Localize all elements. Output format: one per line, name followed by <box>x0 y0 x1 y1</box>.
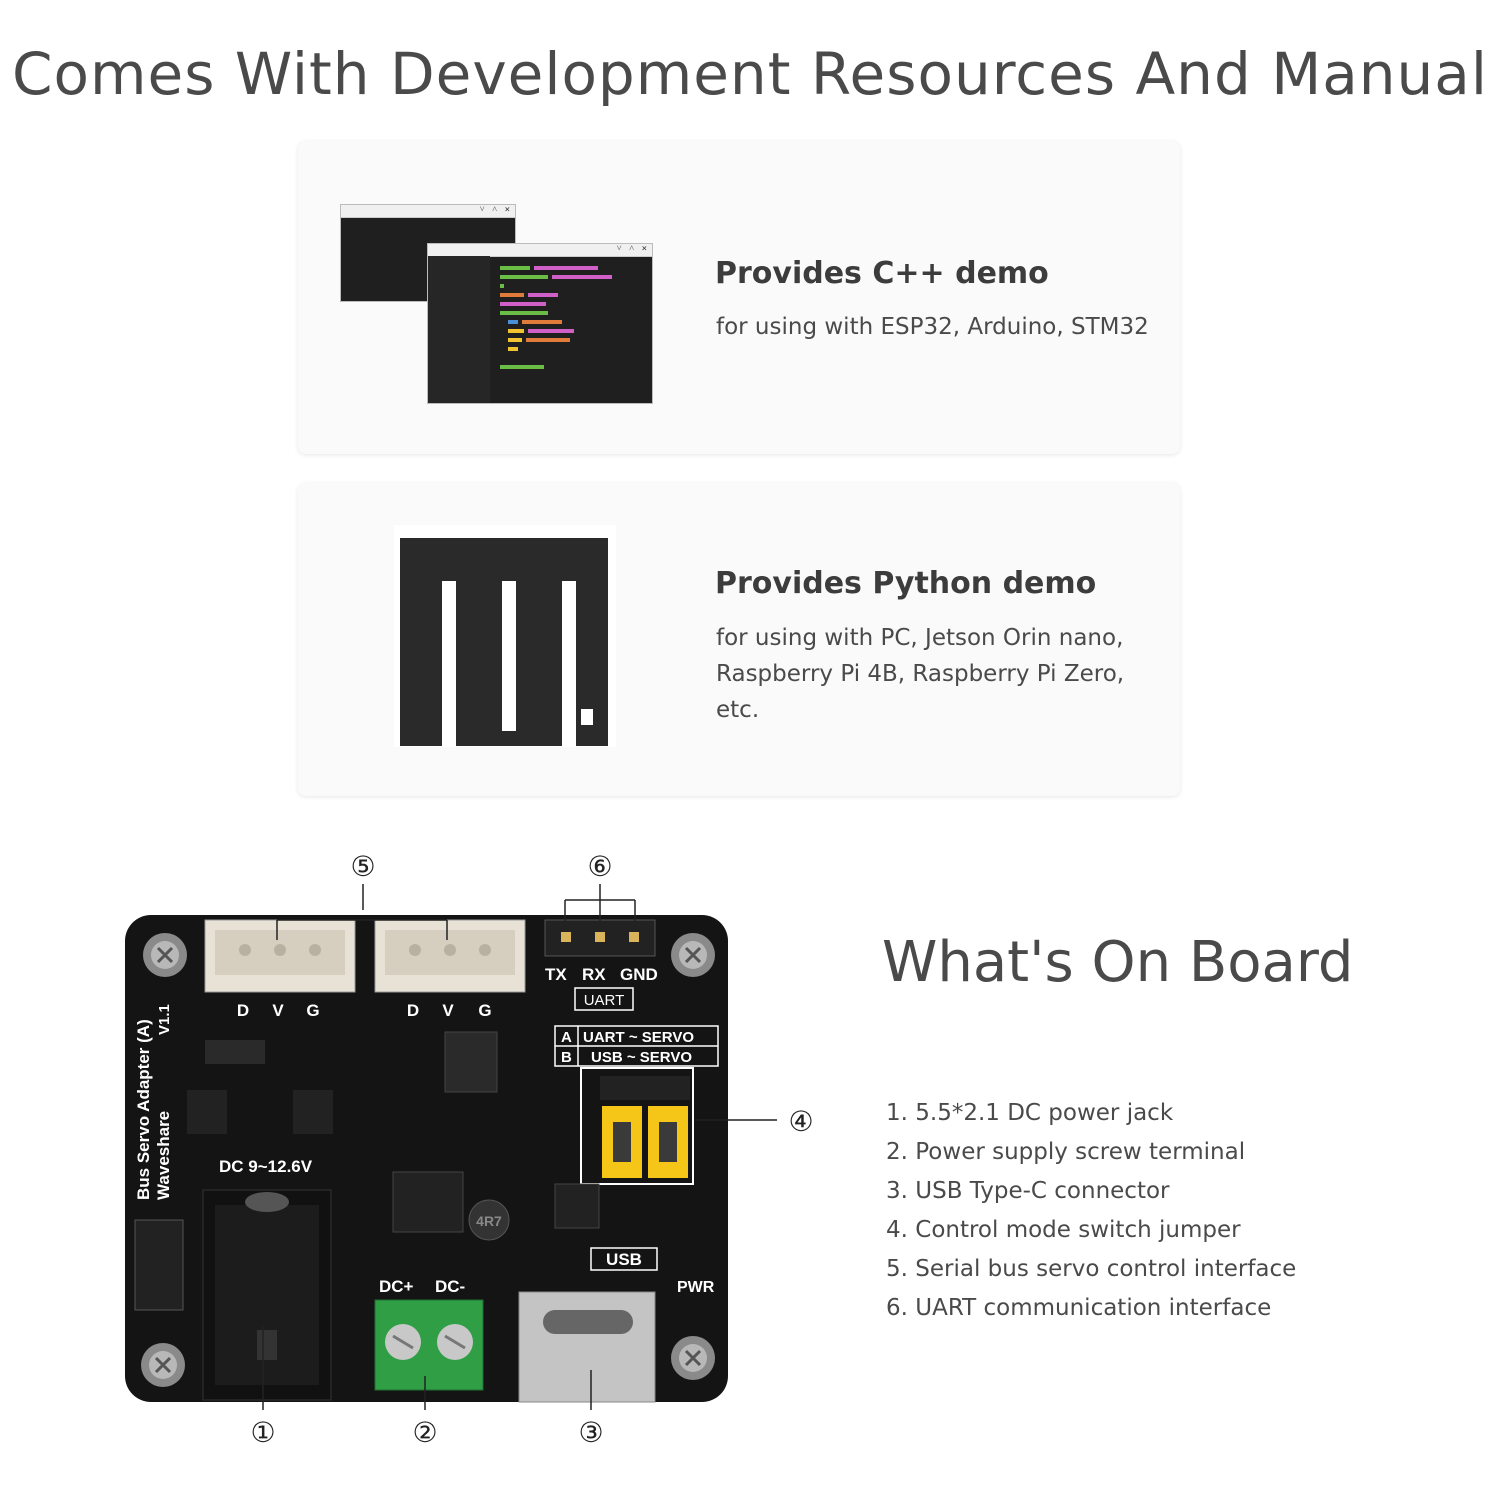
screw-icon <box>141 1343 185 1387</box>
usb-type-c-connector <box>518 1291 656 1403</box>
silk-brand: Waveshare <box>154 1111 173 1200</box>
python-demo-title: Provides Python demo <box>715 566 1097 601</box>
callout-3: ③ <box>578 1416 603 1449</box>
regulator <box>444 1031 498 1093</box>
code-line <box>500 266 530 270</box>
code-line <box>500 284 504 288</box>
python-demo-card: Provides Python demo for using with PC, … <box>298 483 1180 796</box>
code-line <box>500 365 544 369</box>
code-line <box>508 329 524 333</box>
silk-dc-plus: DC+ <box>379 1277 414 1296</box>
window-controls: ˅ ˄ × <box>428 244 652 257</box>
silk-dc-minus: DC- <box>435 1277 465 1296</box>
screw-icon <box>671 1336 715 1380</box>
micropython-logo-icon <box>394 525 616 747</box>
code-line <box>508 338 522 342</box>
screw-icon <box>671 933 715 977</box>
silk-d-1: D <box>237 1001 249 1020</box>
list-item: 4. Control mode switch jumper <box>886 1217 1241 1243</box>
board-illustration: D V G D V G TX RX GND UART A UART ~ SERV… <box>125 850 814 1449</box>
cpp-demo-title: Provides C++ demo <box>715 256 1049 291</box>
silk-usb: USB <box>606 1250 642 1269</box>
silk-pwr: PWR <box>677 1279 715 1296</box>
code-line <box>500 275 548 279</box>
silk-v-2: V <box>442 1001 454 1020</box>
inductor <box>468 1199 510 1241</box>
silk-v-1: V <box>272 1001 284 1020</box>
silk-mode-a: UART ~ SERVO <box>583 1029 694 1046</box>
mode-jumper <box>600 1076 690 1178</box>
editor-gutter <box>428 256 490 403</box>
list-item: 3. USB Type-C connector <box>886 1178 1170 1204</box>
silk-g-1: G <box>306 1001 319 1020</box>
cpp-demo-card: ˅ ˄ × ˅ ˄ × Provides C++ demo for using … <box>298 141 1180 454</box>
servo-connector-1 <box>204 919 356 993</box>
dc-power-jack <box>202 1189 332 1401</box>
silk-rx: RX <box>582 965 606 984</box>
python-demo-desc: for using with PC, Jetson Orin nano, Ras… <box>716 625 1125 723</box>
callout-6: ⑥ <box>587 850 612 883</box>
code-line <box>508 320 518 324</box>
code-line <box>528 293 558 297</box>
callout-5: ⑤ <box>350 850 375 883</box>
feature-list: 1. 5.5*2.1 DC power jack 2. Power supply… <box>886 1094 1296 1328</box>
code-line <box>500 311 548 315</box>
silk-mode-b-key: B <box>561 1049 572 1066</box>
code-line <box>528 329 574 333</box>
code-line <box>500 302 546 306</box>
screw-icon <box>143 933 187 977</box>
board-section-title: What's On Board <box>882 930 1354 995</box>
silk-4r7: 4R7 <box>476 1213 502 1229</box>
callout-1: ① <box>250 1416 275 1449</box>
silk-mode-b: USB ~ SERVO <box>591 1049 692 1066</box>
usb-chip <box>554 1183 600 1229</box>
list-item: 6. UART communication interface <box>886 1295 1272 1321</box>
driver-chip <box>392 1171 464 1233</box>
screw-terminal <box>374 1299 484 1391</box>
callout-2: ② <box>412 1416 437 1449</box>
silk-dc-range: DC 9~12.6V <box>219 1157 313 1176</box>
silk-tx: TX <box>545 965 567 984</box>
silk-board-name: Bus Servo Adapter (A) <box>134 1019 153 1200</box>
code-line <box>534 266 598 270</box>
silk-version: V1.1 <box>156 1004 173 1035</box>
window-controls: ˅ ˄ × <box>341 205 515 218</box>
callout-4: ④ <box>788 1105 813 1138</box>
uart-header <box>544 919 656 957</box>
silk-g-2: G <box>478 1001 491 1020</box>
code-line <box>526 338 570 342</box>
page-title: Comes With Development Resources And Man… <box>12 40 1488 108</box>
servo-connector-2 <box>374 919 526 993</box>
list-item: 5. Serial bus servo control interface <box>886 1256 1297 1282</box>
code-line <box>552 275 612 279</box>
code-line <box>500 293 524 297</box>
silk-uart: UART <box>584 992 625 1009</box>
list-item: 2. Power supply screw terminal <box>886 1139 1246 1165</box>
list-item: 1. 5.5*2.1 DC power jack <box>886 1100 1174 1126</box>
code-line <box>522 320 562 324</box>
silk-d-2: D <box>407 1001 419 1020</box>
silk-mode-a-key: A <box>561 1029 572 1046</box>
code-editor-window: ˅ ˄ × <box>427 243 653 404</box>
cpp-demo-desc: for using with ESP32, Arduino, STM32 <box>716 314 1149 340</box>
silk-gnd: GND <box>620 965 658 984</box>
code-line <box>508 347 518 351</box>
